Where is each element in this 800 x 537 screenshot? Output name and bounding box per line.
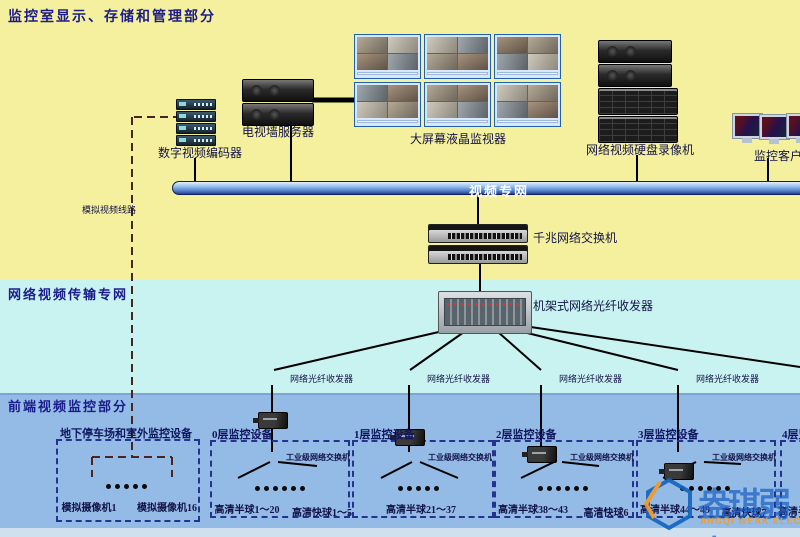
watermark-cn-text: 盎琪弱电 [698,486,791,537]
fiber-transceiver-2 [390,429,425,446]
ellipsis-dots [106,484,147,489]
fiber-transceiver-3 [522,446,557,463]
client-monitor [733,114,762,143]
industrial-switch-floor3-label: 工业级网络交换机 [712,453,776,462]
wall-monitor [354,34,421,79]
gigabit-core-switch [428,224,528,266]
watermark-hexagon-logo [643,477,692,531]
dome-floor4-label: 高清半球 [778,507,800,518]
dome-floor3-label: 高清半球44～49 [640,505,710,516]
speed-dome-floor2-label: 高清快球6 [583,508,629,519]
section-title-transmission: 网络视频传输专网 [8,287,129,302]
speed-dome-floor3-label: 高清快球7 [721,508,767,519]
dome-floor1-label: 高清半球21～37 [386,505,456,516]
wall-monitor [494,34,561,79]
server-unit [242,103,314,126]
group-floor1-title: 1层监控设备 [354,429,415,441]
encoder-label: 数字视频编码器 [157,146,242,160]
section-title-monitor-room: 监控室显示、存储和管理部分 [8,10,216,25]
wall-monitor [424,34,491,79]
encoder-unit [176,123,216,134]
nvr-label: 网络视频硬盘录像机 [585,143,694,157]
rack-fiber-transceiver [438,291,532,334]
core-switch-label: 千兆网络交换机 [533,231,618,245]
nvr-storage-unit [598,88,678,115]
nvr-server-unit [598,40,672,63]
group-floor2-title: 2层监控设备 [496,429,557,441]
encoder-unit [176,99,216,110]
ellipsis-dots [538,486,588,491]
fiber-transceiver-3-label: 网络光纤收发器 [559,374,623,384]
nvr-server-unit [598,64,672,87]
tv-wall-server [242,79,314,127]
encoder-unit [176,135,216,146]
fiber-transceiver-2-label: 网络光纤收发器 [427,374,491,384]
client-monitor [760,115,789,144]
section-title-frontend: 前端视频监控部分 [8,399,129,414]
wall-monitor [494,82,561,127]
analog-camera-16-label: 模拟摄像机16 [137,503,197,514]
network-video-recorder [598,40,678,144]
chassis-modules [444,298,526,326]
dome-floor2-label: 高清半球38～43 [498,505,568,516]
watermark-en-text: ANGQI WEAK ELECTRICITY [700,516,800,526]
group-floor3-box [636,440,776,518]
nvr-storage-unit [598,116,678,143]
server-unit [242,79,314,102]
group-floor2-box [494,440,634,518]
digital-video-encoder [176,99,216,147]
backbone-bar-video-network: 视频专网 [172,181,800,199]
wall-monitor [424,82,491,127]
industrial-switch-floor0-label: 工业级网络交换机 [286,453,350,462]
fiber-transceiver-4-label: 网络光纤收发器 [696,374,760,384]
monitor-wall-label: 大屏幕液晶监视器 [409,132,506,146]
group-parking-box [56,439,200,522]
bottom-edge-strip [0,528,800,537]
tv-wall-server-label: 电视墙服务器 [241,125,314,139]
industrial-switch-floor1-label: 工业级网络交换机 [428,453,492,462]
fiber-transceiver-1 [253,412,288,429]
monitoring-client [733,112,800,144]
group-floor4-box [780,440,800,518]
ellipsis-dots [398,486,439,491]
group-floor3-title: 3层监控设备 [638,429,699,441]
wall-monitor [354,82,421,127]
analog-line-label: 模拟视频线路 [82,205,137,215]
dome-floor0-label: 高清半球1～20 [214,505,280,516]
client-label: 监控客户端 [754,149,800,163]
group-floor0-title: 0层监控设备 [212,429,273,441]
group-parking-title: 地下停车场和室外监控设备 [60,428,192,440]
group-floor0-box [210,440,350,518]
analog-camera-1-label: 模拟摄像机1 [61,503,117,514]
backbone-label: 视频专网 [469,184,530,199]
industrial-switch-floor2-label: 工业级网络交换机 [570,453,634,462]
group-floor4-title: 4层监控设备 [782,429,800,441]
switch-unit [428,224,528,243]
ellipsis-dots [255,486,305,491]
watermark: 盎琪弱电 ANGQI WEAK ELECTRICITY [640,474,800,537]
client-monitor [787,114,800,143]
encoder-unit [176,111,216,122]
fiber-transceiver-1-label: 网络光纤收发器 [290,374,354,384]
switch-unit [428,245,528,264]
lcd-monitor-wall [354,34,561,127]
speed-dome-floor0-label: 高清快球1～5 [292,508,352,519]
rack-fiber-label: 机架式网络光纤收发器 [533,299,654,313]
